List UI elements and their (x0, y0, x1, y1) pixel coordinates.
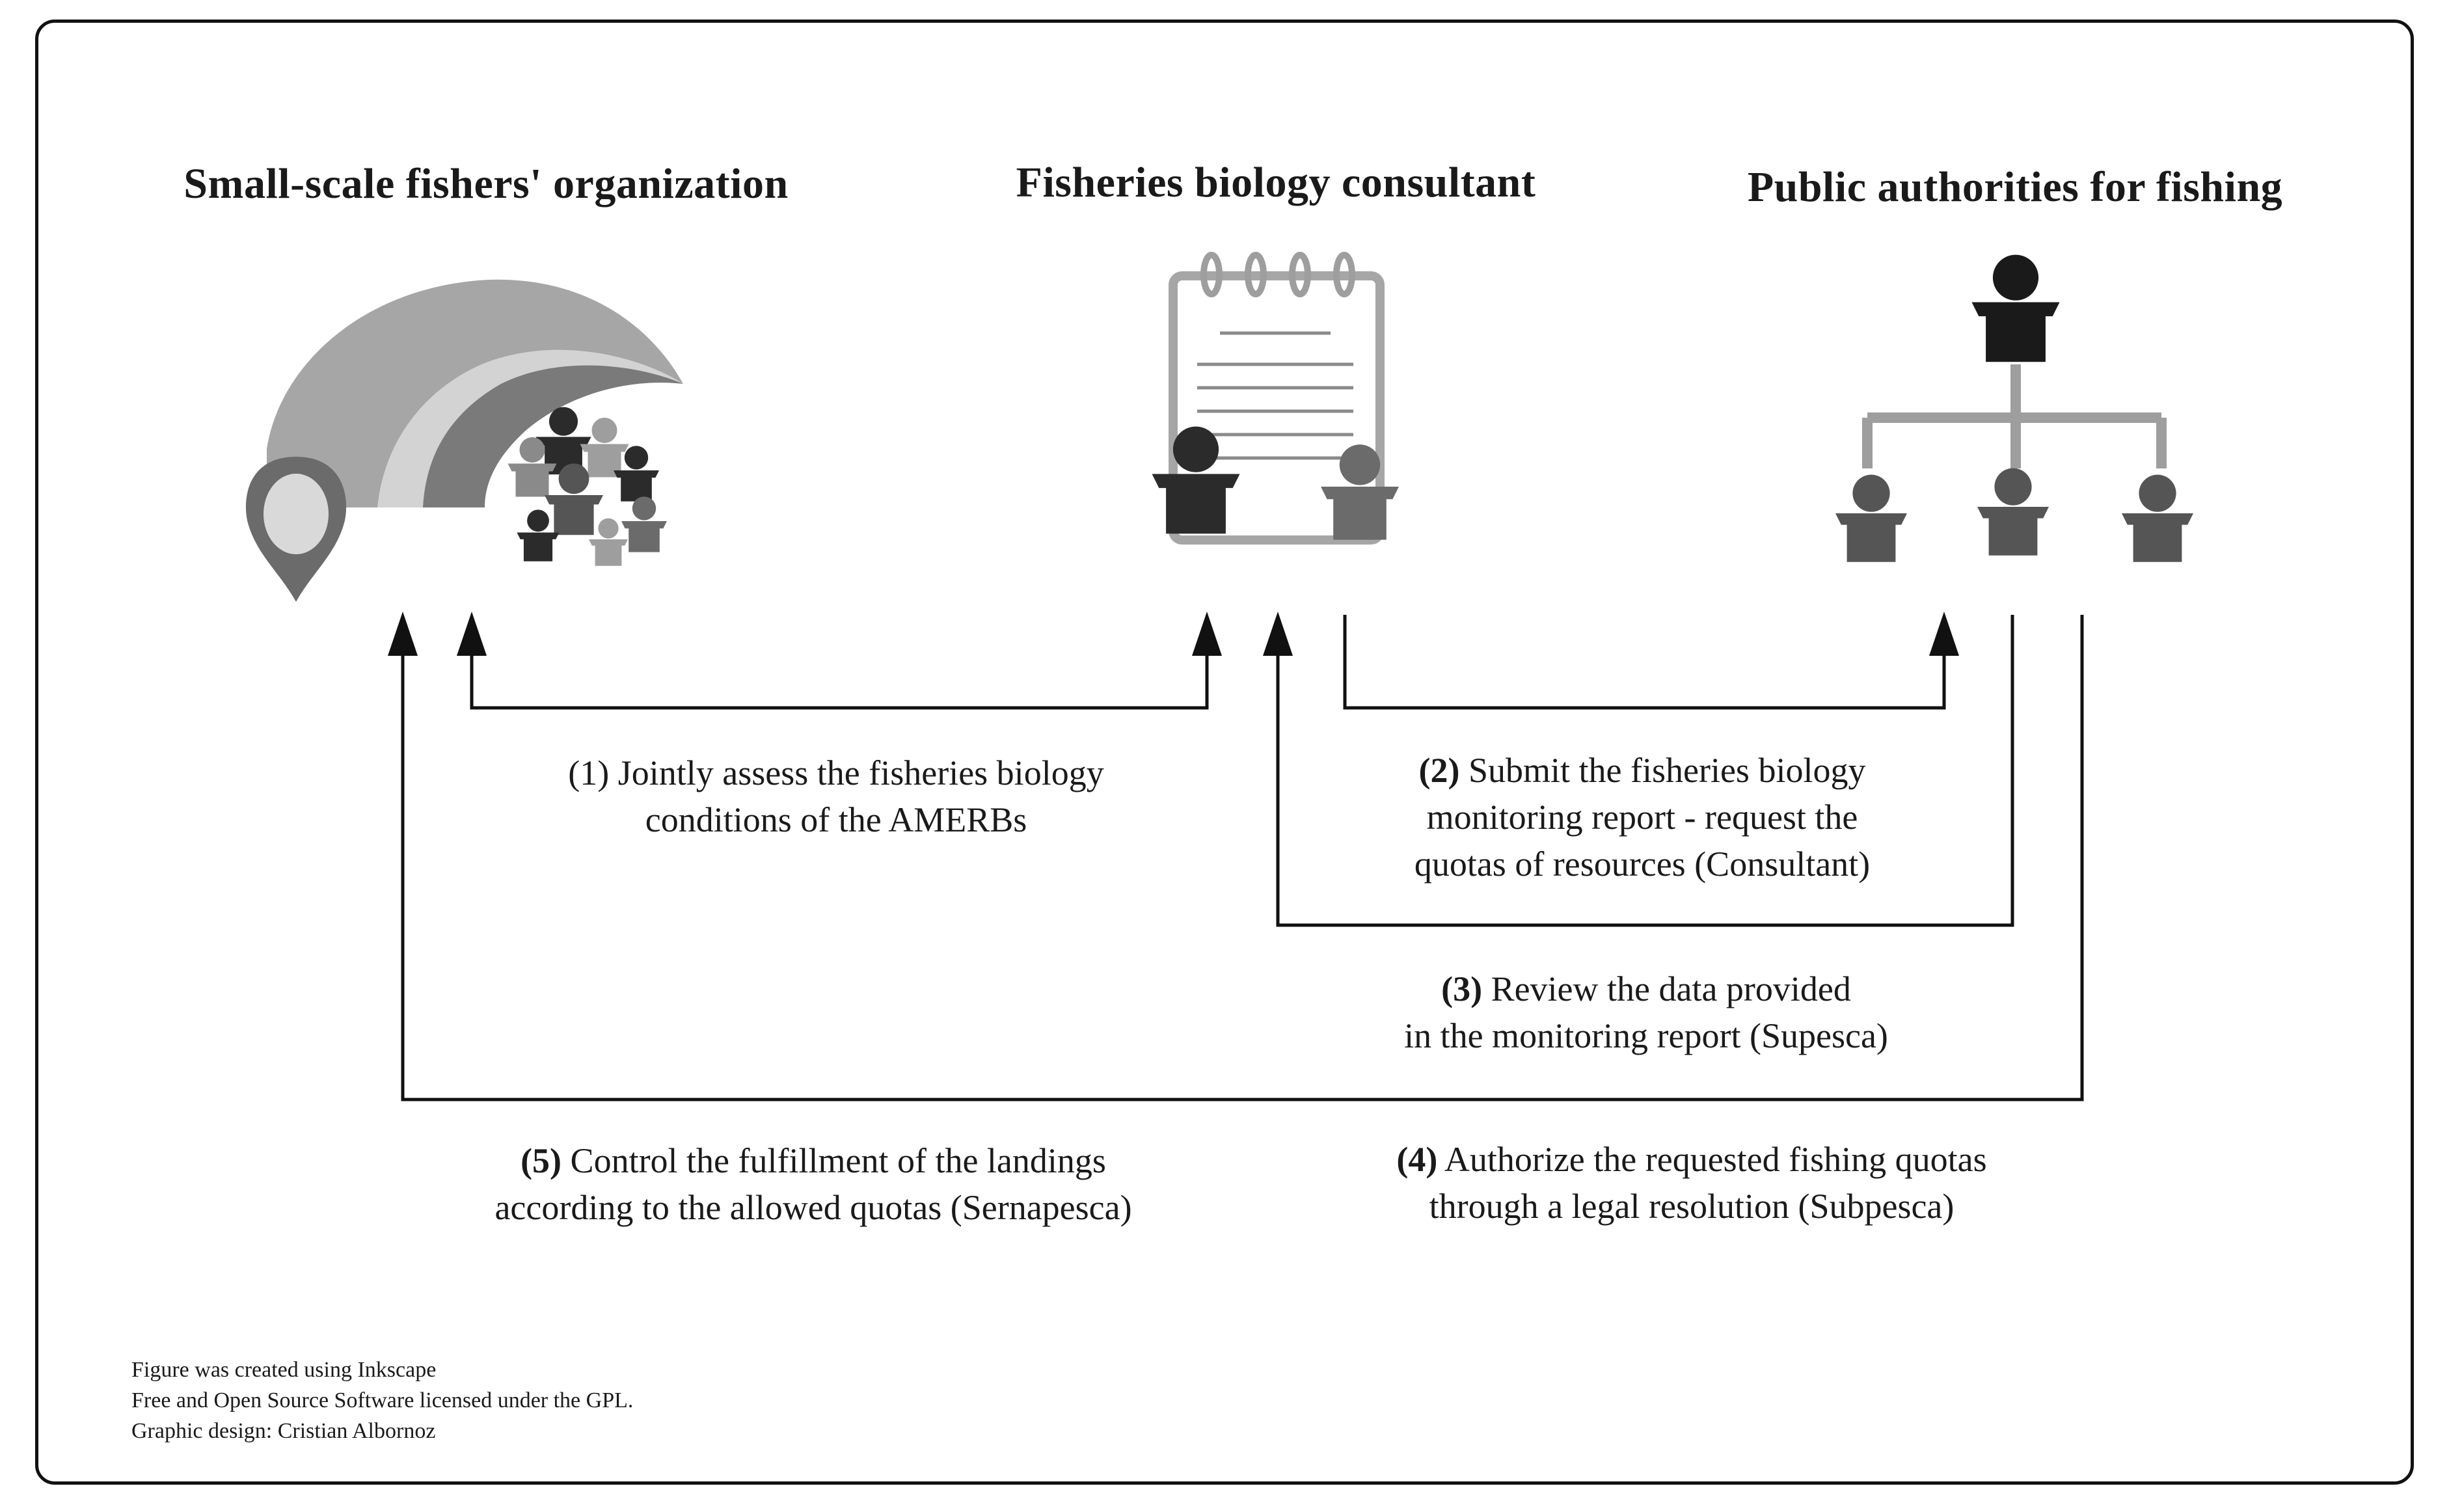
authority-sub-person-1 (1835, 474, 1907, 562)
arrowhead-authorities (1929, 612, 1959, 656)
crowd-icon (507, 407, 667, 566)
arrow-step-1 (470, 654, 1209, 710)
step-5-line-1: Control the fulfillment of the landings (562, 1141, 1106, 1180)
step-5-number: (5) (521, 1141, 562, 1180)
flow-arrows (401, 615, 2084, 1101)
wave-mid (423, 365, 683, 507)
step-5-line-2: according to the allowed quotas (Sernape… (494, 1188, 1132, 1227)
authority-sub-person-2 (1977, 468, 2049, 556)
step-4-label: (4) Authorize the requested fishing quot… (1396, 1136, 1986, 1230)
arrow-step-2 (1343, 615, 1946, 710)
step-4-number: (4) (1396, 1140, 1438, 1179)
notebook-rings (1200, 252, 1355, 297)
step-2-label: (2) Submit the fisheries biology monitor… (1414, 747, 1870, 887)
heading-fisheries-consultant: Fisheries biology consultant (1016, 159, 1536, 206)
arrow-step-3 (1276, 615, 2014, 927)
step-3-line-1: Review the data provided (1482, 969, 1851, 1008)
arrowhead-consultant-2 (1263, 612, 1293, 656)
step-2-line-2: monitoring report - request the (1426, 798, 1858, 837)
arrowhead-fishers-outer (388, 612, 418, 656)
authorities-org-chart-icon (1835, 254, 2193, 562)
step-2-line-1: Submit the fisheries biology (1459, 751, 1866, 790)
arrowhead-fishers-inner (457, 612, 487, 656)
diagram-frame (35, 20, 2414, 1485)
arrowheads (388, 612, 1959, 656)
step-3-line-2: in the monitoring report (Supesca) (1404, 1016, 1888, 1055)
credits-footer: Figure was created using Inkscape Free a… (131, 1355, 633, 1446)
arrow-step-4-5 (401, 615, 2084, 1101)
step-2-line-3: quotas of resources (Consultant) (1414, 844, 1871, 884)
consultant-notebook-icon (1152, 252, 1399, 545)
step-1-label: (1) Jointly assess the fisheries biology… (568, 749, 1103, 843)
authority-sub-person-3 (2122, 474, 2193, 562)
step-4-line-1: Authorize the requested fishing quotas (1437, 1140, 1987, 1179)
heading-fishers-organization: Small-scale fishers' organization (183, 160, 789, 208)
arrowhead-consultant-1 (1192, 612, 1222, 656)
location-pin-hole (264, 474, 329, 554)
step-2-number: (2) (1418, 751, 1460, 790)
authority-head-person (1971, 254, 2060, 362)
step-3-number: (3) (1441, 969, 1483, 1008)
credits-line-3: Graphic design: Cristian Albornoz (131, 1419, 436, 1443)
credits-line-1: Figure was created using Inkscape (131, 1358, 437, 1382)
fishers-organization-icon (245, 279, 683, 602)
heading-public-authorities: Public authorities for fishing (1747, 163, 2283, 211)
credits-line-2: Free and Open Source Software licensed u… (131, 1388, 634, 1412)
notebook-lines (1197, 331, 1353, 460)
step-3-label: (3) Review the data provided in the moni… (1404, 965, 1888, 1059)
step-5-label: (5) Control the fulfillment of the landi… (494, 1137, 1131, 1231)
step-1-line-2: conditions of the AMERBs (645, 800, 1027, 839)
step-4-line-2: through a legal resolution (Subpesca) (1429, 1187, 1955, 1226)
step-1-line-1: (1) Jointly assess the fisheries biology (568, 753, 1104, 792)
